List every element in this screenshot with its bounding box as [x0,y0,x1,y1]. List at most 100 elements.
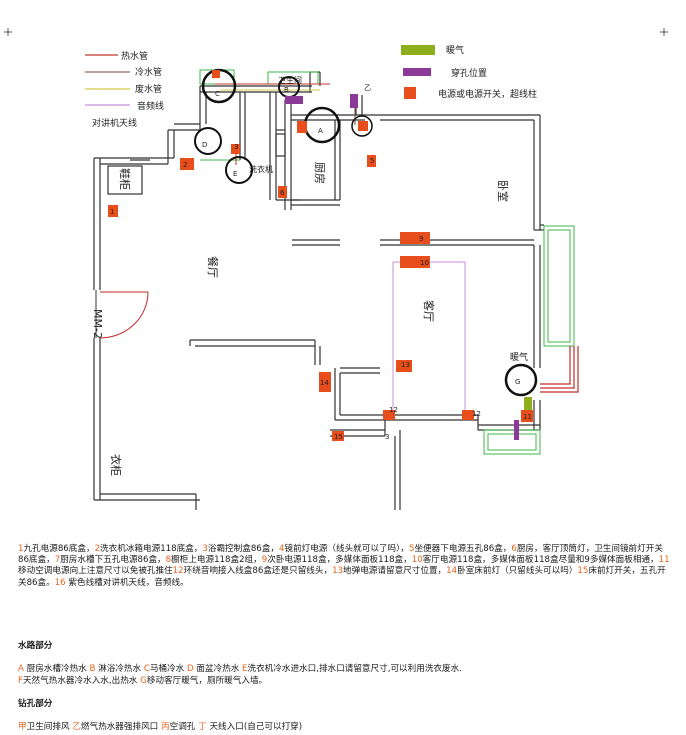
water-key: F [18,675,23,686]
note-num: 8 [165,555,172,566]
drill-holes [285,94,519,440]
label-E: E [233,170,237,178]
note-text: 移动空调电源向上注意尺寸以免被孔推住 [18,566,173,577]
marker-5: 5 [370,157,374,165]
note-text: 卧室床前灯（只留线头可以吗） [457,566,578,577]
socket-markers [108,70,533,441]
drill-text: 空调孔 [169,722,199,733]
marker-14: 14 [320,379,329,387]
walls [93,71,544,510]
marker-6: 6 [280,189,285,197]
heater-block [524,397,532,419]
windows [199,69,575,455]
label-heater: 暖气 [510,351,528,363]
pipes [200,83,356,165]
note-text: 镜前灯电源（线头就可以了吗）， [284,544,410,554]
heater-swatch [401,45,435,55]
drill-section: 钻孔部分 甲卫生间排风 乙燃气热水器强排风口 丙空调孔 丁 天线入口(自己可以打… [18,688,678,734]
note-text: 环绕音响接入线盒86盒还是只留线头， [183,566,333,577]
room-labels: 餐厅 客厅 卧室 厨房 鞋柜 衣柜 MM-2 洗衣机 卫生间 暖气 [91,75,528,476]
water-title: 水路部分 [18,641,53,652]
note-text: 床前灯开关，五孔开关86盒。 [18,566,666,588]
water-section: 水路部分 A 厨房水槽冷热水 B 淋浴冷热水 C马桶冷水 D 面盆冷热水 E洗衣… [18,630,678,687]
audio-cable [392,261,466,415]
legend-right: 暖气 穿孔位置 电源或电源开关，超线柱 [401,44,537,100]
legend-drill-hole: 穿孔位置 [451,67,487,79]
legend-socket: 电源或电源开关，超线柱 [438,88,537,100]
note-num: 12 [172,566,184,577]
marker-labels: 1 2 3 5 6 9 10 13 14 12 12 15 3 11 乙 [110,84,532,441]
note-text: 厨房，客厅顶筒灯，卫生间镜前灯开关 86底盒， [18,544,663,566]
note-text: 九孔电源86底盒， [23,544,95,554]
legend-cold-pipe: 冷水管 [135,66,162,78]
marker-1: 1 [110,208,114,216]
socket-swatch [404,87,416,99]
label-D: D [202,141,207,149]
drill-key: 甲 [18,722,27,733]
note-text: 紫色线槽对讲机天线，音频线。 [65,577,189,588]
marker-3: 3 [234,143,238,151]
door-code: MM-2 [91,309,104,339]
note-text: 洗衣机冰箱电源118底盒， [100,544,203,554]
legend-left: 热水管 冷水管 废水管 音频线 对讲机天线 [85,50,164,129]
entry-door [99,291,149,339]
note-text: 坐便器下电源五孔86盒， [414,544,512,554]
note-text: 地弹电源请留意尺寸位置， [343,566,447,577]
note-text: 厨房水槽下五孔电源86盒， [60,555,166,566]
label-B: B [284,86,289,94]
marker-12b: 12 [472,410,481,418]
note-num: 14 [446,566,458,577]
label-C: C [215,90,220,98]
drill-title: 钻孔部分 [18,699,53,710]
note-text: 橱柜上电源118盒2组， [171,555,262,566]
note-num: 5 [409,544,415,554]
drill-text: 燃气热水器强排风口 [80,722,161,733]
water-key: G [140,675,147,686]
marker-10: 10 [420,259,429,267]
note-num: 4 [278,544,285,554]
water-text: 洗衣机冷水进水口,排水口请留意尺寸,可以利用洗衣废水. [247,664,462,675]
drill-hole-swatch [403,68,431,76]
drill-key: 丙 [161,722,170,733]
water-key: A [18,664,24,675]
note-num: 15 [577,566,589,577]
water-key: D [186,664,194,675]
note-text: 浴霸控制盒86盒， [207,544,279,554]
note-num: 7 [54,555,61,566]
water-text: 天然气热水器冷水入水,出热水 [22,675,141,686]
note-num: 11 [658,555,670,566]
label-washer: 洗衣机 [249,164,273,174]
marker-2: 2 [183,161,187,169]
water-text: 淋浴冷热水 [95,664,144,675]
legend-heater: 暖气 [446,44,464,56]
note-num: 13 [332,566,344,577]
water-key: E [242,664,248,675]
room-kitchen: 厨房 [313,162,326,184]
note-num: 10 [411,555,423,566]
marker-11: 11 [523,413,532,421]
electrical-notes: 1九孔电源86底盒，2洗衣机冰箱电源118底盒，3浴霸控制盒86盒，4镜前灯电源… [18,544,673,589]
label-A: A [318,127,323,135]
heater-pipe [540,346,579,393]
legend-audio: 音频线 [137,100,164,112]
legend-intercom: 对讲机天线 [92,117,137,129]
marker-13: 13 [401,361,410,369]
floor-plan: 热水管 冷水管 废水管 音频线 对讲机天线 暖气 穿孔位置 电源或电源开关，超线… [4,28,668,510]
note-num: 6 [511,544,517,554]
room-dining: 餐厅 [206,256,220,278]
drill-key: 乙 [72,722,81,733]
water-text: 马桶冷水 [149,664,187,675]
note-num: 3 [202,544,208,554]
legend-hot-pipe: 热水管 [121,50,148,62]
room-wardrobe: 衣柜 [109,454,123,476]
room-shoe-cabinet: 鞋柜 [118,168,132,190]
note-num: 1 [18,544,24,554]
marker-9: 9 [419,235,423,243]
marker-12a: 12 [389,406,398,414]
drill-text: 天线入口(自己可以打穿) [206,722,303,733]
note-text: 客厅电源118盒，多媒体面板118盒尽量和9多媒体面板相通， [422,555,659,566]
water-key: C [143,664,150,675]
label-bathroom-top: 卫生间 [278,75,302,85]
room-bedroom: 卧室 [496,180,510,202]
marker-yi: 乙 [364,84,371,92]
